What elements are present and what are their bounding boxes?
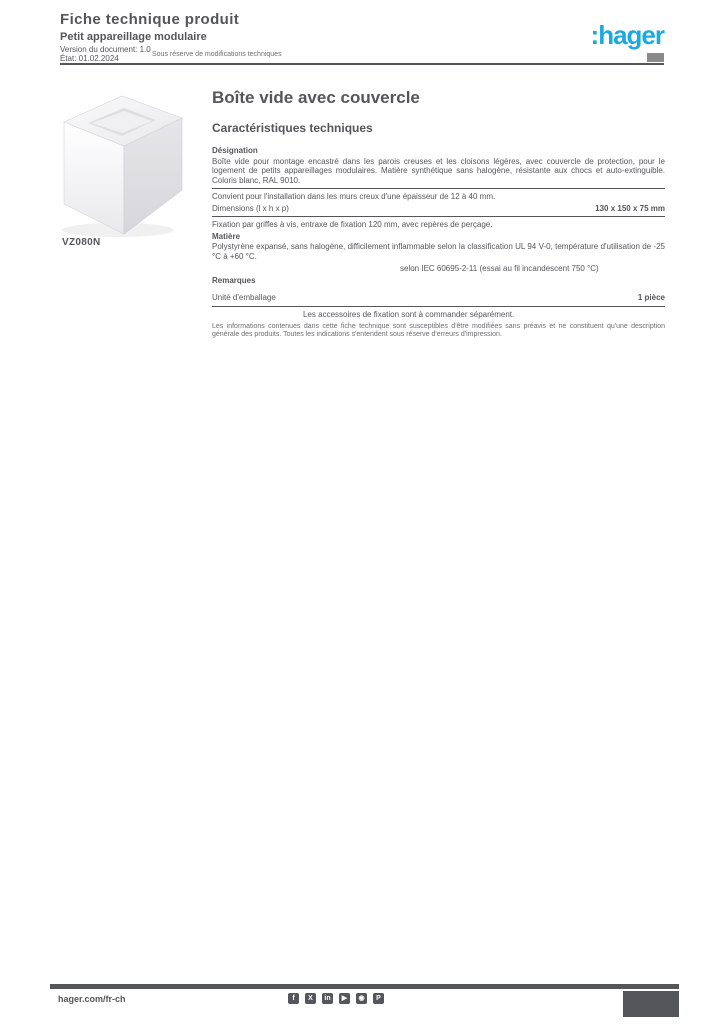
instagram-icon[interactable]: ◉ xyxy=(356,993,367,1004)
product-reference: VZ080N xyxy=(62,237,101,248)
attr-text-designation: Boîte vide pour montage encastré dans le… xyxy=(212,156,665,185)
legal-footnote: Les informations contenues dans cette fi… xyxy=(212,323,665,338)
x-twitter-icon[interactable]: X xyxy=(305,993,316,1004)
attr-label-dimensions: Dimensions (l x h x p) xyxy=(212,203,289,213)
attr-intro-mounting: Convient pour l'installation dans les mu… xyxy=(212,192,496,201)
hager-logo-square xyxy=(647,53,664,62)
header-disclaimer: Sous réserve de modifications techniques xyxy=(152,51,282,58)
attr-label-remarks: Remarques xyxy=(212,275,256,285)
document-title: Fiche technique produit xyxy=(60,11,240,28)
footer-website-link[interactable]: hager.com/fr-ch xyxy=(58,994,126,1004)
pinterest-icon[interactable]: P xyxy=(373,993,384,1004)
attr-note-accessories: Les accessoires de fixation sont à comma… xyxy=(303,309,515,319)
product-details: Boîte vide avec couvercle Caractéristiqu… xyxy=(212,88,665,346)
header-rule xyxy=(60,63,664,65)
facebook-icon[interactable]: f xyxy=(288,993,299,1004)
footer-social-icons: f X in ▶ ◉ P xyxy=(288,993,384,1004)
footer-brand-block xyxy=(623,991,679,1017)
attr-row-dimensions: Dimensions (l x h x p) 130 x 150 x 75 mm xyxy=(212,204,665,214)
attributes-table: Désignation Boîte vide pour montage enca… xyxy=(212,146,665,339)
separator-rule xyxy=(212,305,665,307)
product-image xyxy=(56,84,190,240)
attr-label-designation: Désignation xyxy=(212,146,258,155)
separator-rule xyxy=(212,216,665,217)
attr-norm-reference: selon IEC 60695-2-11 (essai au fil incan… xyxy=(400,264,599,273)
attr-intro-fixing: Fixation par griffes à vis, entraxe de f… xyxy=(212,220,493,229)
youtube-icon[interactable]: ▶ xyxy=(339,993,350,1004)
footer-rule xyxy=(50,984,679,989)
attr-text-material: Polystyrène expansé, sans halogène, diff… xyxy=(212,242,665,261)
separator-rule xyxy=(212,188,665,189)
attr-value-dimensions: 130 x 150 x 75 mm xyxy=(595,203,665,213)
linkedin-icon[interactable]: in xyxy=(322,993,333,1004)
attr-row-packaging: Unité d'emballage 1 pièce xyxy=(212,293,665,303)
attr-label-packaging: Unité d'emballage xyxy=(212,293,276,302)
product-title: Boîte vide avec couvercle xyxy=(212,88,420,107)
attr-value-packaging: 1 pièce xyxy=(637,293,665,302)
product-subtitle: Caractéristiques techniques xyxy=(212,121,373,135)
document-version: Version du document: 1.0 xyxy=(60,45,151,54)
document-date: État: 01.02.2024 xyxy=(60,54,119,63)
hager-logo: :hager xyxy=(590,20,665,50)
attr-label-material: Matière xyxy=(212,231,241,241)
document-subtitle: Petit appareillage modulaire xyxy=(60,31,207,43)
